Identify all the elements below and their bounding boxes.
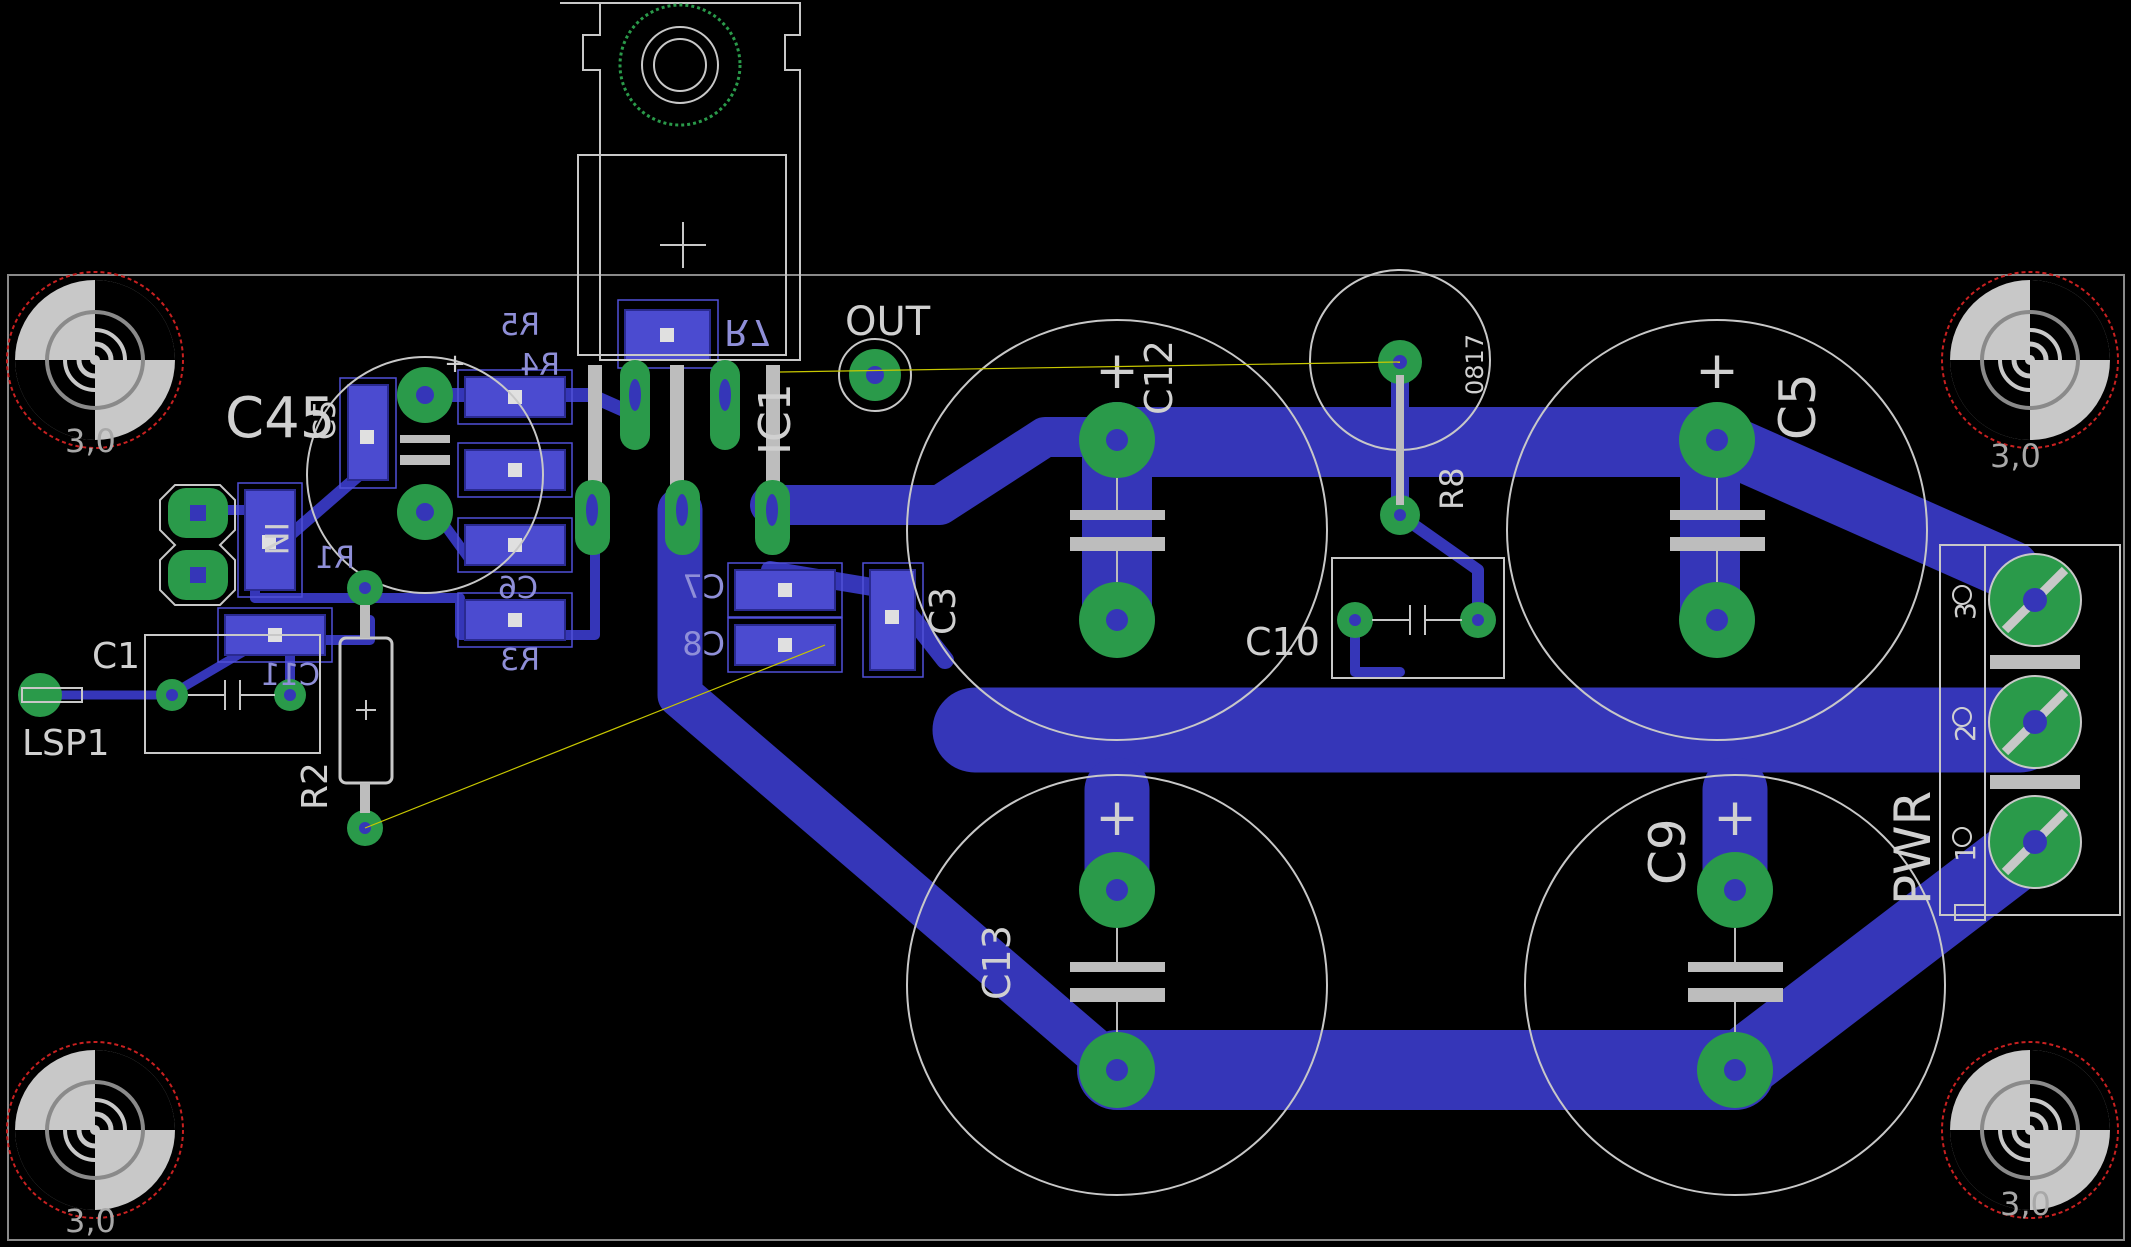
- label-c9: C9: [1639, 818, 1697, 885]
- smd-marks: [262, 328, 899, 652]
- pad-lsp1: [18, 673, 62, 717]
- label-c7: C7: [682, 568, 725, 606]
- out-pad-ring: [838, 338, 912, 412]
- lsp1-outline: [21, 687, 83, 703]
- regulator-ic1: [560, 2, 801, 361]
- pad-holes: [166, 355, 1746, 1081]
- label-c6: C6: [498, 571, 538, 606]
- label-c12: C12: [1137, 340, 1181, 415]
- label-c5-small: C5: [308, 400, 343, 440]
- cap-symbols: [400, 435, 1783, 1002]
- label-r8: R8: [1433, 467, 1471, 510]
- c10-outline: [1331, 557, 1505, 679]
- c13-outline: [906, 774, 1328, 1196]
- label-r5: R5: [500, 308, 540, 343]
- label-r7: R7: [724, 311, 772, 352]
- label-0817: 0817: [1461, 334, 1489, 395]
- in-connector: [159, 484, 236, 606]
- board-outline: [7, 274, 2125, 1241]
- label-pin3: 3: [1949, 602, 1982, 620]
- label-r3: R3: [500, 643, 540, 678]
- label-out: OUT: [845, 299, 931, 345]
- c12-outline: [906, 319, 1328, 741]
- label-c5: C5: [1769, 373, 1827, 440]
- mounting-hole-icon: [1941, 1041, 2119, 1219]
- silkscreen-labels: OUT C12 C5 C45 IC1 R8 0817 C10 C1 LSP1 R…: [22, 299, 2051, 1240]
- label-r1: R1: [315, 541, 355, 576]
- ic1-pad-holes: [586, 379, 778, 526]
- r8-lead: [1396, 375, 1404, 505]
- label-pin2: 2: [1949, 724, 1982, 742]
- label-ic1: IC1: [750, 383, 801, 455]
- c1-outline: [144, 634, 321, 754]
- r2-body: [338, 605, 394, 813]
- label-r4: R4: [520, 348, 560, 383]
- airwires: [364, 361, 1401, 829]
- label-c45: C45: [225, 386, 335, 451]
- label-pin1: 1: [1949, 844, 1982, 862]
- smd-outlines: [217, 299, 924, 678]
- label-c3: C3: [923, 587, 964, 635]
- label-c13: C13: [975, 925, 1019, 1000]
- c5-plus: +: [1695, 341, 1739, 401]
- c5-outline: [1506, 319, 1928, 741]
- ic1-legs: [588, 365, 780, 520]
- label-pwr: PWR: [1884, 791, 1942, 905]
- c9-plus: +: [1713, 788, 1757, 848]
- c13-plus: +: [1095, 788, 1139, 848]
- label-c10: C10: [1245, 620, 1320, 664]
- label-r2: R2: [295, 762, 336, 810]
- label-hole-tr: 3,0: [1990, 437, 2041, 475]
- c12-plus: +: [1095, 341, 1139, 401]
- label-hole-tl: 3,0: [65, 422, 116, 460]
- mounting-holes: [6, 271, 2119, 1219]
- pwr-terminal: [1939, 544, 2121, 921]
- mounting-hole-icon: [6, 271, 184, 449]
- label-in: IN: [257, 522, 295, 555]
- bottom-labels: R5 R4 R7 R3 C6 C7 C8 R1 C11: [261, 308, 772, 693]
- label-c11: C11: [261, 658, 320, 693]
- c9-outline: [1524, 774, 1946, 1196]
- label-hole-br: 3,0: [2000, 1185, 2051, 1223]
- label-c1: C1: [92, 636, 140, 677]
- top-small-labels: C5 C3: [308, 400, 964, 635]
- label-c8: C8: [682, 625, 725, 663]
- label-lsp1: LSP1: [22, 723, 110, 764]
- label-hole-bl: 3,0: [65, 1202, 116, 1240]
- mounting-hole-icon: [6, 1041, 184, 1219]
- large-caps: [306, 269, 1946, 1196]
- plus-signs: + + + + +: [444, 341, 1757, 848]
- c45-outline: [306, 356, 544, 594]
- mounting-hole-icon: [1941, 271, 2119, 449]
- c45-plus: +: [444, 349, 466, 379]
